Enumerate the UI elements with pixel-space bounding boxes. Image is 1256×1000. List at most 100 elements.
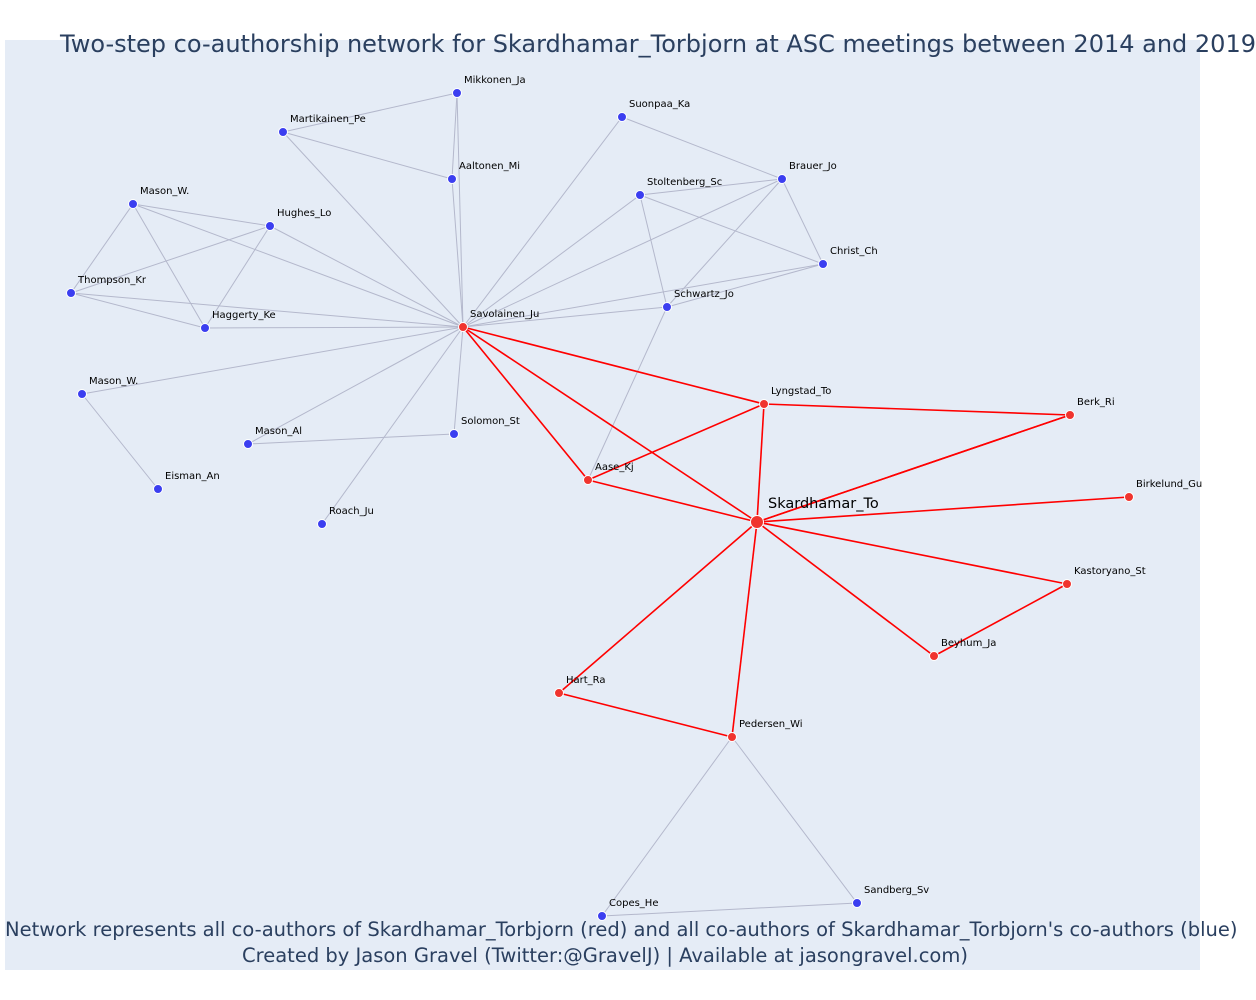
edge-Savolainen_Ju-Christ_Ch [462, 263, 824, 328]
node-label-Beyhum_Ja: Beyhum_Ja [941, 638, 996, 649]
node-label-Aaltonen_Mi: Aaltonen_Mi [459, 161, 520, 172]
edge-Brauer_Jo-Schwartz_Jo [666, 178, 783, 308]
node-label-Skardhamar_To: Skardhamar_To [768, 496, 879, 512]
node-label-Kastoryano_St: Kastoryano_St [1074, 566, 1146, 577]
edge-Savolainen_Ju-Mason_Al [247, 326, 464, 445]
node-Savolainen_Ju[interactable] [458, 322, 468, 332]
node-label-Martikainen_Pe: Martikainen_Pe [290, 114, 366, 125]
edge-Mikkonen_Ja-Aaltonen_Mi [451, 92, 458, 180]
edge-Suonpaa_Ka-Brauer_Jo [621, 116, 783, 180]
node-label-Mason_Al: Mason_Al [255, 426, 302, 437]
edge-Christ_Ch-Schwartz_Jo [666, 263, 824, 308]
edge-Mason_W2-Eisman_An [81, 393, 159, 490]
edge-Martikainen_Pe-Aaltonen_Mi [282, 131, 453, 180]
node-Skardhamar_To[interactable] [750, 515, 764, 529]
node-label-Hart_Ra: Hart_Ra [566, 675, 606, 686]
network-graph: Skardhamar_ToSavolainen_JuLyngstad_ToBer… [66, 75, 1202, 921]
edge-Savolainen_Ju-Martikainen_Pe [282, 131, 464, 328]
node-label-Mikkonen_Ja: Mikkonen_Ja [464, 75, 526, 86]
node-Roach_Ju[interactable] [317, 519, 327, 529]
node-Eisman_An[interactable] [153, 484, 163, 494]
node-Pedersen_Wi[interactable] [727, 732, 737, 742]
node-Stoltenberg_Sc[interactable] [635, 190, 645, 200]
edge-Skardhamar_To-Kastoryano_St [756, 521, 1068, 585]
node-Lyngstad_To[interactable] [759, 399, 769, 409]
caption-line-2: Created by Jason Gravel (Twitter:@Gravel… [242, 944, 968, 967]
edge-Savolainen_Ju-Aaltonen_Mi [451, 178, 464, 328]
node-Haggerty_Ke[interactable] [200, 323, 210, 333]
edge-Savolainen_Ju-Suonpaa_Ka [462, 116, 623, 328]
node-label-Roach_Ju: Roach_Ju [329, 506, 374, 517]
edge-Lyngstad_To-Aase_Kj [587, 403, 765, 481]
node-label-Christ_Ch: Christ_Ch [830, 246, 878, 257]
node-Sandberg_Sv[interactable] [852, 898, 862, 908]
edge-Skardhamar_To-Aase_Kj [587, 479, 758, 523]
node-Mason_W2[interactable] [77, 389, 87, 399]
caption-line-1: Network represents all co-authors of Ska… [5, 918, 1238, 941]
edge-Savolainen_Ju-Aase_Kj [462, 326, 589, 481]
edge-Savolainen_Ju-Schwartz_Jo [462, 306, 668, 328]
edge-Skardhamar_To-Lyngstad_To [756, 403, 765, 523]
edge-Savolainen_Ju-Stoltenberg_Sc [462, 194, 641, 328]
node-Mason_W1[interactable] [128, 199, 138, 209]
node-label-Mason_W1: Mason_W. [140, 186, 189, 197]
node-label-Thompson_Kr: Thompson_Kr [77, 275, 147, 286]
node-label-Berk_Ri: Berk_Ri [1077, 397, 1115, 408]
node-Suonpaa_Ka[interactable] [617, 112, 627, 122]
node-Kastoryano_St[interactable] [1062, 579, 1072, 589]
edge-Savolainen_Ju-Hughes_Lo [269, 225, 464, 328]
edge-Savolainen_Ju-Haggerty_Ke [204, 326, 464, 329]
edge-Savolainen_Ju-Mason_W1 [132, 203, 464, 328]
edge-Thompson_Kr-Haggerty_Ke [70, 292, 206, 329]
node-label-Lyngstad_To: Lyngstad_To [771, 386, 831, 397]
node-label-Brauer_Jo: Brauer_Jo [789, 161, 837, 172]
edge-Mason_W1-Hughes_Lo [132, 203, 271, 227]
node-Aaltonen_Mi[interactable] [447, 174, 457, 184]
edges-layer [70, 92, 1130, 917]
node-Hughes_Lo[interactable] [265, 221, 275, 231]
node-Brauer_Jo[interactable] [777, 174, 787, 184]
node-Aase_Kj[interactable] [583, 475, 593, 485]
node-Copes_He[interactable] [597, 911, 607, 921]
edge-Copes_He-Sandberg_Sv [601, 902, 858, 917]
edge-Skardhamar_To-Savolainen_Ju [462, 326, 758, 523]
edge-Mason_W1-Haggerty_Ke [132, 203, 206, 329]
node-label-Pedersen_Wi: Pedersen_Wi [739, 719, 803, 730]
node-Thompson_Kr[interactable] [66, 288, 76, 298]
node-label-Solomon_St: Solomon_St [461, 416, 520, 427]
node-Christ_Ch[interactable] [818, 259, 828, 269]
node-Mikkonen_Ja[interactable] [452, 88, 462, 98]
edge-Lyngstad_To-Berk_Ri [763, 403, 1071, 416]
edge-Stoltenberg_Sc-Schwartz_Jo [639, 194, 668, 308]
node-label-Stoltenberg_Sc: Stoltenberg_Sc [647, 177, 722, 188]
node-Solomon_St[interactable] [449, 429, 459, 439]
chart-title: Two-step co-authorship network for Skard… [60, 30, 1256, 58]
node-Berk_Ri[interactable] [1065, 410, 1075, 420]
edge-Savolainen_Ju-Roach_Ju [321, 326, 464, 525]
labels-layer: Skardhamar_ToSavolainen_JuLyngstad_ToBer… [77, 75, 1202, 909]
edge-Schwartz_Jo-Aase_Kj [587, 306, 668, 481]
node-Martikainen_Pe[interactable] [278, 127, 288, 137]
edge-Savolainen_Ju-Mikkonen_Ja [456, 92, 464, 328]
node-Mason_Al[interactable] [243, 439, 253, 449]
edge-Savolainen_Ju-Lyngstad_To [462, 326, 765, 405]
node-Beyhum_Ja[interactable] [929, 651, 939, 661]
edge-Savolainen_Ju-Mason_W2 [81, 326, 464, 395]
edge-Mikkonen_Ja-Martikainen_Pe [282, 92, 458, 133]
node-label-Suonpaa_Ka: Suonpaa_Ka [629, 99, 690, 110]
node-label-Aase_Kj: Aase_Kj [595, 462, 634, 473]
node-label-Schwartz_Jo: Schwartz_Jo [674, 289, 734, 300]
node-label-Sandberg_Sv: Sandberg_Sv [864, 885, 929, 896]
edge-Hughes_Lo-Thompson_Kr [70, 225, 271, 294]
edge-Savolainen_Ju-Solomon_St [453, 326, 464, 435]
edge-Skardhamar_To-Beyhum_Ja [756, 521, 935, 657]
node-Birkelund_Gu[interactable] [1124, 492, 1134, 502]
edge-Stoltenberg_Sc-Brauer_Jo [639, 178, 783, 196]
edge-Kastoryano_St-Beyhum_Ja [933, 583, 1068, 657]
node-Schwartz_Jo[interactable] [662, 302, 672, 312]
edge-Skardhamar_To-Pedersen_Wi [731, 521, 758, 738]
node-Hart_Ra[interactable] [554, 688, 564, 698]
node-label-Hughes_Lo: Hughes_Lo [277, 208, 331, 219]
edge-Savolainen_Ju-Thompson_Kr [70, 292, 464, 328]
edge-Brauer_Jo-Christ_Ch [781, 178, 824, 265]
